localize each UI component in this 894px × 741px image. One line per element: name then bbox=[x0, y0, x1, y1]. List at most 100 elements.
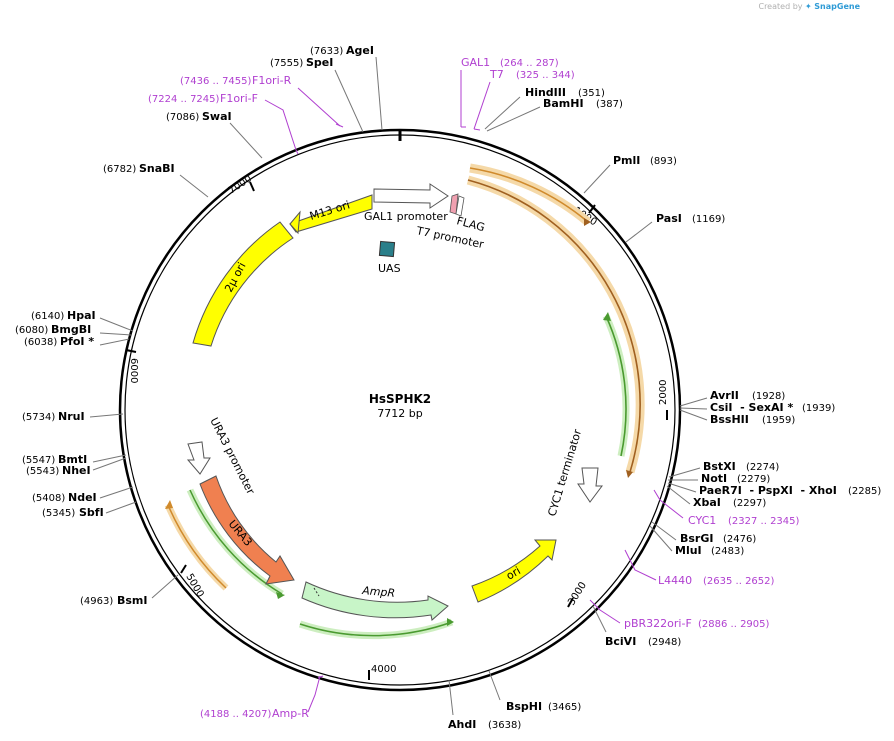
primer-f1ori-r-pos: (7436 .. 7455) bbox=[180, 76, 252, 87]
site-bamhi-name: BamHI bbox=[543, 97, 584, 110]
orf-left-orange bbox=[167, 504, 227, 589]
site-ndei-name: NdeI bbox=[68, 491, 97, 504]
primer-t7-pos: (325 .. 344) bbox=[516, 70, 575, 81]
credit-brand: SnapGene bbox=[814, 2, 860, 11]
site-csii-name: CsiI - SexAI * bbox=[710, 401, 793, 414]
primer-f1ori-f-name: F1ori-F bbox=[220, 92, 258, 105]
primer-cyc1-name: CYC1 bbox=[688, 514, 716, 527]
primer-f1ori-f-pos: (7224 .. 7245) bbox=[148, 94, 220, 105]
site-bsshii-pos: (1959) bbox=[762, 415, 795, 426]
site-noti-pos: (2279) bbox=[737, 474, 770, 485]
ura3-promoter-feature bbox=[186, 441, 211, 475]
site-ahdi-name: AhdI bbox=[448, 718, 476, 731]
snapgene-credit: Created by ✦ SnapGene bbox=[758, 2, 860, 11]
site-bsrgi-name: BsrGI bbox=[680, 532, 713, 545]
site-labels: (7633) AgeI (7555) SpeI (7086) SwaI (678… bbox=[15, 44, 881, 731]
site-pmli-pos: (893) bbox=[650, 156, 677, 167]
orf-left-green-arrow bbox=[276, 592, 285, 599]
site-bsphi-name: BspHI bbox=[506, 700, 542, 713]
site-bcivi-pos: (2948) bbox=[648, 637, 681, 648]
site-xbai-pos: (2297) bbox=[733, 498, 766, 509]
two-micron-ori-feature bbox=[192, 221, 294, 347]
site-bcivi-name: BciVI bbox=[605, 635, 636, 648]
site-sbfi-pos: (5345) bbox=[42, 508, 75, 519]
m13-ori-feature bbox=[289, 194, 373, 233]
orf-main bbox=[467, 179, 641, 473]
site-leader-lines bbox=[89, 56, 708, 716]
site-bstxi-pos: (2274) bbox=[746, 462, 779, 473]
uas-feature bbox=[378, 240, 396, 258]
primer-labels: (7436 .. 7455) F1ori-R (7224 .. 7245) F1… bbox=[148, 56, 800, 720]
site-ndei-pos: (5408) bbox=[32, 493, 65, 504]
site-pfoi-pos: (6038) bbox=[24, 337, 57, 348]
cyc1-terminator-feature bbox=[577, 467, 603, 503]
site-spei-name: SpeI bbox=[306, 56, 333, 69]
ampr-feature bbox=[301, 581, 449, 621]
site-pmli-name: PmlI bbox=[613, 154, 640, 167]
site-agei-name: AgeI bbox=[346, 44, 374, 57]
ampr-label: AmpR bbox=[361, 584, 396, 600]
primer-l4440-name: L4440 bbox=[658, 574, 692, 587]
uas-label: UAS bbox=[378, 262, 401, 275]
snapgene-logo-icon: ✦ bbox=[805, 2, 812, 11]
site-swai-name: SwaI bbox=[202, 110, 232, 123]
primer-l4440-pos: (2635 .. 2652) bbox=[703, 576, 775, 587]
orf-main-arrow bbox=[626, 470, 633, 478]
site-hindiii-pos: (351) bbox=[578, 88, 605, 99]
primer-pbr322ori-f-pos: (2886 .. 2905) bbox=[698, 619, 770, 630]
gal1-promoter-label: GAL1 promoter bbox=[364, 210, 448, 223]
site-avrii-name: AvrII bbox=[710, 389, 739, 402]
site-snabi-name: SnaBI bbox=[139, 162, 175, 175]
site-sbfi-name: SbfI bbox=[79, 506, 104, 519]
primer-gal1-name: GAL1 bbox=[461, 56, 490, 69]
site-bsphi-pos: (3465) bbox=[548, 702, 581, 713]
site-bstxi-name: BstXI bbox=[703, 460, 736, 473]
orf-bottom-green-arrow bbox=[447, 618, 454, 626]
flag-label: FLAG bbox=[455, 214, 486, 234]
site-snabi-pos: (6782) bbox=[103, 164, 136, 175]
orf-upper-outer-glow bbox=[469, 163, 591, 226]
site-nrui-name: NruI bbox=[58, 410, 85, 423]
orf-left-green bbox=[189, 489, 283, 595]
orf-bottom-green bbox=[299, 621, 453, 637]
tick-3000: 3000 bbox=[566, 580, 589, 607]
plasmid-name: HsSPHK2 bbox=[369, 392, 431, 406]
primer-f1ori-r-name: F1ori-R bbox=[252, 74, 292, 87]
site-mlui-name: MluI bbox=[675, 544, 702, 557]
site-bmgbi-pos: (6080) bbox=[15, 325, 48, 336]
site-bmgbi-name: BmgBI bbox=[51, 323, 91, 336]
site-bamhi-pos: (387) bbox=[596, 99, 623, 110]
orf-upper-arrow bbox=[584, 218, 591, 226]
ori-label: ori bbox=[504, 564, 523, 582]
tick-6000: 6000 bbox=[128, 358, 139, 383]
site-bsmi-pos: (4963) bbox=[80, 596, 113, 607]
tick-5000: 5000 bbox=[183, 572, 205, 600]
site-csii-pos: (1939) bbox=[802, 403, 835, 414]
site-bsrgi-pos: (2476) bbox=[723, 534, 756, 545]
site-bsshii-name: BssHII bbox=[710, 413, 749, 426]
m13-ori-arrow bbox=[289, 210, 301, 235]
site-ahdi-pos: (3638) bbox=[488, 720, 521, 731]
primer-cyc1-pos: (2327 .. 2345) bbox=[728, 516, 800, 527]
t7-promoter-feature bbox=[455, 195, 465, 217]
site-hpai-pos: (6140) bbox=[31, 311, 64, 322]
site-pasi-pos: (1169) bbox=[692, 214, 725, 225]
site-agei-pos: (7633) bbox=[310, 46, 343, 57]
site-swai-pos: (7086) bbox=[166, 112, 199, 123]
primer-gal1-pos: (264 .. 287) bbox=[500, 58, 559, 69]
site-paer7i-pos: (2285) bbox=[848, 486, 881, 497]
site-avrii-pos: (1928) bbox=[752, 391, 785, 402]
orf-green-right bbox=[605, 315, 627, 457]
site-spei-pos: (7555) bbox=[270, 58, 303, 69]
primer-leader-lines bbox=[264, 70, 684, 713]
primer-amp-r-name: Amp-R bbox=[272, 707, 309, 720]
tick-7000: 7000 bbox=[227, 173, 254, 196]
orf-green-right-glow bbox=[602, 314, 630, 457]
site-pasi-name: PasI bbox=[656, 212, 682, 225]
site-bmti-name: BmtI bbox=[58, 453, 87, 466]
site-bmti-pos: (5547) bbox=[22, 455, 55, 466]
site-bsmi-name: BsmI bbox=[117, 594, 148, 607]
site-mlui-pos: (2483) bbox=[711, 546, 744, 557]
ticks bbox=[125, 181, 668, 680]
